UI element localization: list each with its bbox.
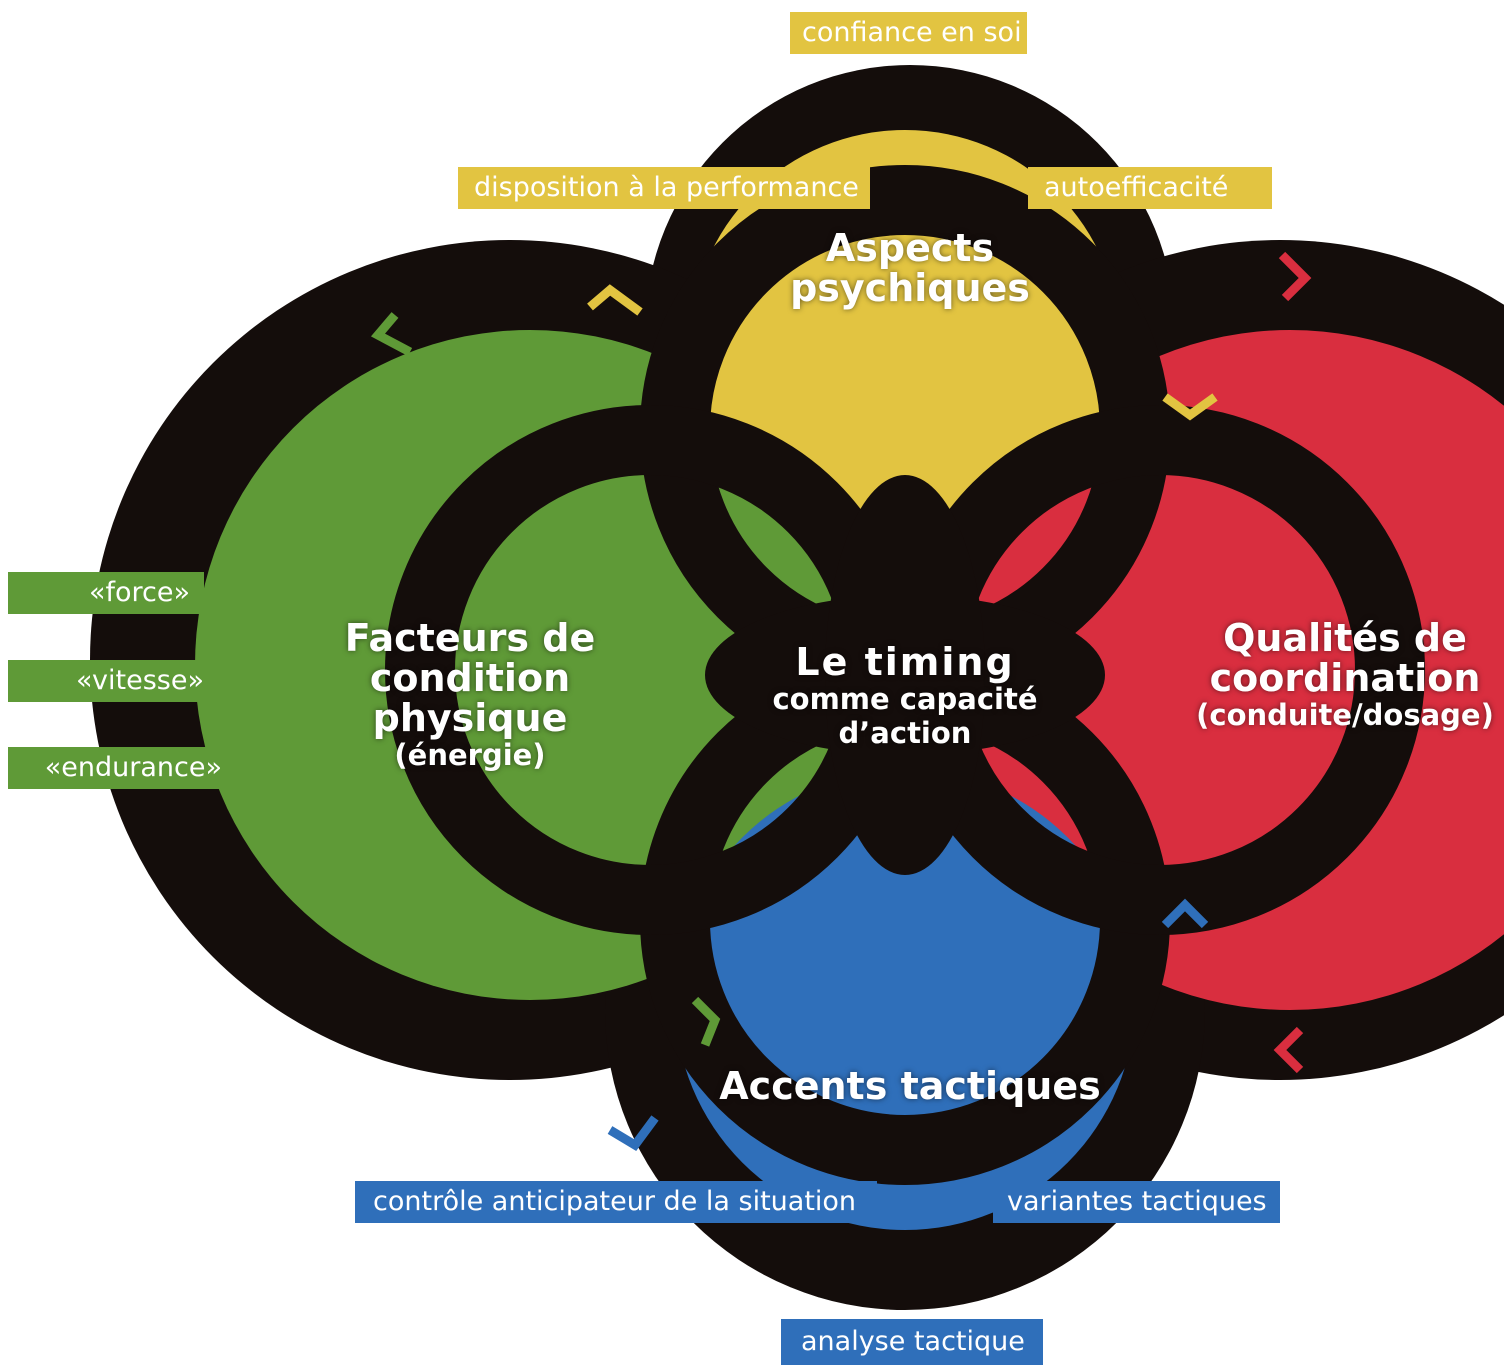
coordination-title: Qualités de coordination (conduite/dosag… xyxy=(1195,618,1495,732)
physical-subtitle: (énergie) xyxy=(394,738,546,772)
tag-force: «force» xyxy=(8,572,204,614)
arrow-blue-left-icon xyxy=(607,1115,659,1151)
tag-confiance: confiance en soi xyxy=(790,12,1027,54)
arrow-yellow-right-icon xyxy=(1162,393,1218,421)
psych-title-line2: psychiques xyxy=(790,266,1030,310)
center-title-main: Le timing xyxy=(795,640,1015,684)
tactics-title-main: Accents tactiques xyxy=(719,1064,1101,1108)
arrow-red-top-icon xyxy=(1278,251,1312,302)
coordination-title-line2: coordination xyxy=(1209,656,1481,700)
tag-autoefficacite: autoefficacité xyxy=(1028,167,1272,209)
tag-analyse: analyse tactique xyxy=(781,1319,1043,1365)
center-title: Le timing comme capacité d’action xyxy=(705,642,1105,750)
arrow-red-bottom-icon xyxy=(1273,1026,1304,1074)
tag-controle: contrôle anticipateur de la situation xyxy=(355,1181,877,1223)
tag-variantes: variantes tactiques xyxy=(993,1181,1280,1223)
physical-title: Facteurs de condition physique (énergie) xyxy=(270,618,670,772)
center-cross-vertical xyxy=(825,475,985,875)
arrow-green-bottom-icon xyxy=(691,996,721,1047)
center-subtitle: comme capacité d’action xyxy=(772,682,1038,750)
arrow-green-top-icon xyxy=(370,312,413,356)
tag-endurance: «endurance» xyxy=(8,747,236,789)
tag-vitesse: «vitesse» xyxy=(8,660,218,702)
arrow-blue-right-icon xyxy=(1161,898,1209,929)
psych-title-line1: Aspects xyxy=(825,226,995,270)
physical-title-line2: condition physique xyxy=(369,656,571,740)
coordination-subtitle: (conduite/dosage) xyxy=(1196,698,1494,732)
psych-title: Aspects psychiques xyxy=(770,228,1050,308)
physical-title-line1: Facteurs de xyxy=(344,616,596,660)
arrow-yellow-left-icon xyxy=(587,284,643,316)
tag-disposition: disposition à la performance xyxy=(458,167,870,209)
coordination-title-line1: Qualités de xyxy=(1223,616,1467,660)
tactics-title: Accents tactiques xyxy=(700,1066,1120,1106)
